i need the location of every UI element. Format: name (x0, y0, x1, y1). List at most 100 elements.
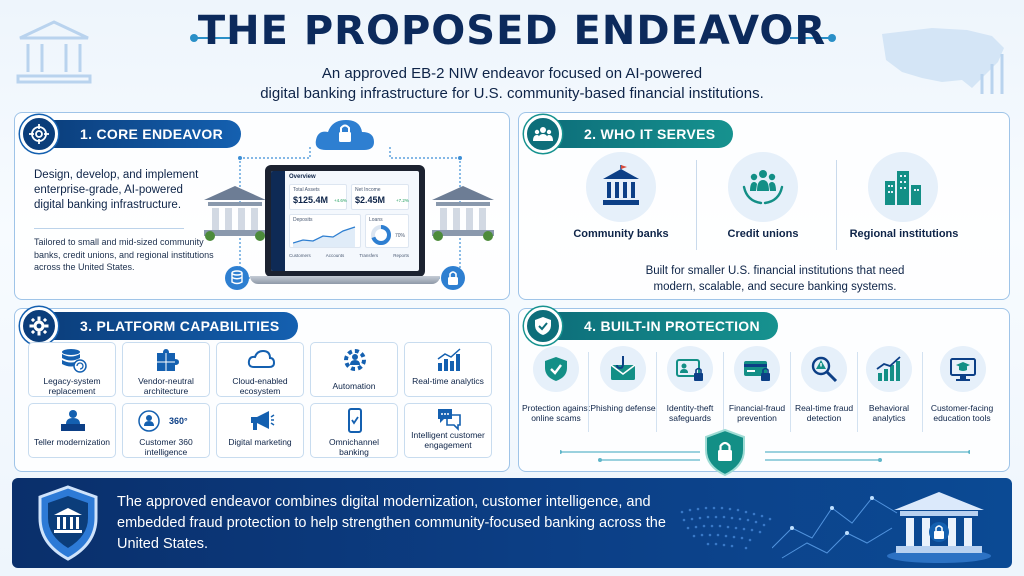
subtitle-line-1: An approved EB-2 NIW endeavor focused on… (321, 65, 703, 82)
megaphone-icon (251, 411, 275, 430)
banner-bank-shield-icon (38, 485, 98, 561)
serve-divider-2 (836, 160, 837, 250)
deposits-card: Deposits (289, 214, 361, 248)
target-icon (20, 115, 58, 153)
monitor-graduation-icon (950, 358, 976, 381)
serve-label-credit-unions: Credit unions (727, 228, 799, 240)
identity-circle (667, 346, 713, 392)
banner-text: The approved endeavor combines digital m… (117, 494, 666, 552)
title-rule-left (196, 37, 236, 39)
banner-bank-building-icon (887, 492, 991, 563)
title-dot-left (190, 34, 198, 42)
padlock-icon (441, 266, 465, 290)
chat-bubbles-icon (438, 409, 461, 431)
serve-label-regional-institutions: Regional institutions (849, 228, 959, 240)
cloud-lock-icon (315, 120, 374, 150)
database-icon (225, 266, 249, 290)
dashboard-nav: Customers Accounts Transfers Reports (289, 253, 409, 258)
circuit-lines (560, 450, 970, 462)
core-note: Tailored to small and mid-sized communit… (34, 237, 214, 272)
core-endeavor-heading: 1. CORE ENDEAVOR (38, 120, 242, 148)
puzzle-icon (157, 349, 179, 371)
magnifier-alert-icon (811, 356, 838, 383)
id-card-lock-icon (676, 359, 703, 381)
bar-chart-icon (437, 348, 461, 371)
people-group-icon (524, 115, 562, 153)
database-stack-icon (62, 349, 87, 373)
cap-tile-customer-360: 360° Customer 360 intelligence (122, 403, 210, 458)
page-subtitle: An approved EB-2 NIW endeavor focused on… (0, 64, 1024, 104)
core-description: Design, develop, and implement enterpris… (34, 169, 199, 211)
shield-lock-center-icon (705, 428, 745, 477)
protect-label-education: Customer-facing education tools (930, 403, 994, 423)
protect-label-behavioral: Behavioral analytics (868, 403, 910, 423)
protect-label-phishing: Phishing defense (590, 403, 656, 413)
dashboard-title: Overview (289, 174, 316, 180)
customer-360-icon (138, 410, 160, 432)
behavioral-circle (866, 346, 912, 392)
subtitle-line-2: digital banking infrastructure for U.S. … (260, 85, 764, 102)
phishing-circle (600, 346, 646, 392)
serves-description: Built for smaller U.S. financial institu… (645, 265, 905, 293)
total-assets-card: Total Assets $125.4M +4.6% (289, 184, 347, 210)
fraud-detection-circle (801, 346, 847, 392)
protect-label-scams: Protection against online scams (521, 403, 591, 423)
protect-divider-3 (723, 352, 724, 432)
summary-banner: The approved endeavor combines digital m… (12, 478, 1012, 568)
banner-network-glow (772, 496, 898, 559)
serve-label-community-banks: Community banks (573, 228, 669, 240)
hands-people-icon (742, 170, 784, 205)
title-dot-right (828, 34, 836, 42)
fraud-prevention-circle (734, 346, 780, 392)
cap-tile-intelligent-engagement: Intelligent customer engagement (404, 403, 492, 458)
protect-scams-circle (533, 346, 579, 392)
shield-check-green-icon (545, 357, 567, 381)
community-bank-circle (586, 152, 656, 222)
protect-label-identity: Identity-theft safeguards (666, 403, 714, 423)
protect-divider-6 (922, 352, 923, 432)
dashboard-screen: Overview Total Assets $125.4M +4.6% Net … (271, 171, 419, 271)
title-rule-right (790, 37, 830, 39)
credit-union-circle (728, 152, 798, 222)
education-circle (940, 346, 986, 392)
net-income-card: Net Income $2.45M +7.2% (351, 184, 409, 210)
bank-building-left-icon (204, 186, 266, 241)
shield-check-icon (524, 307, 562, 345)
page-title: THE PROPOSED ENDEAVOR (197, 8, 827, 54)
cap-tile-teller-modernization: Teller modernization (28, 403, 116, 458)
badge-360: 360° (169, 416, 188, 426)
laptop-base (250, 276, 440, 284)
protect-divider-1 (588, 352, 589, 432)
community-bank-icon (603, 165, 639, 205)
protect-divider-5 (857, 352, 858, 432)
phishing-hook-icon (610, 356, 636, 380)
protect-divider-2 (656, 352, 657, 432)
usa-map-watermark-icon (882, 28, 1004, 94)
gear-icon (20, 307, 58, 345)
smartphone-icon (348, 408, 362, 433)
loans-card: Loans 70% (365, 214, 409, 248)
cloud-icon (247, 349, 275, 368)
who-it-serves-heading: 2. WHO IT SERVES (542, 120, 734, 148)
protect-label-realtime-detection: Real-time fraud detection (794, 403, 854, 423)
banner-dotted-map (680, 506, 772, 550)
built-in-protection-heading: 4. BUILT-IN PROTECTION (542, 312, 778, 340)
regional-institution-circle (868, 152, 938, 222)
core-divider (34, 228, 184, 229)
platform-capabilities-heading: 3. PLATFORM CAPABILITIES (38, 312, 298, 340)
cap-tile-realtime-analytics: Real-time analytics (404, 342, 492, 397)
analytics-trend-icon (876, 356, 901, 381)
protect-divider-4 (790, 352, 791, 432)
cap-tile-vendor-neutral: Vendor-neutral architecture (122, 342, 210, 397)
bank-building-right-icon (432, 186, 494, 241)
laptop-dashboard: Overview Total Assets $125.4M +4.6% Net … (265, 165, 425, 277)
cap-tile-legacy-replacement: Legacy-system replacement (28, 342, 116, 397)
cap-tile-cloud-ecosystem: Cloud-enabled ecosystem (216, 342, 304, 397)
cap-tile-automation: Automation (310, 342, 398, 397)
credit-card-lock-icon (744, 361, 770, 381)
cap-tile-omnichannel: Omnichannel banking (310, 403, 398, 458)
protect-label-financial-fraud: Financial-fraud prevention (728, 403, 786, 423)
bank-watermark-icon (16, 20, 92, 84)
serve-divider-1 (696, 160, 697, 250)
city-buildings-icon (885, 171, 921, 205)
